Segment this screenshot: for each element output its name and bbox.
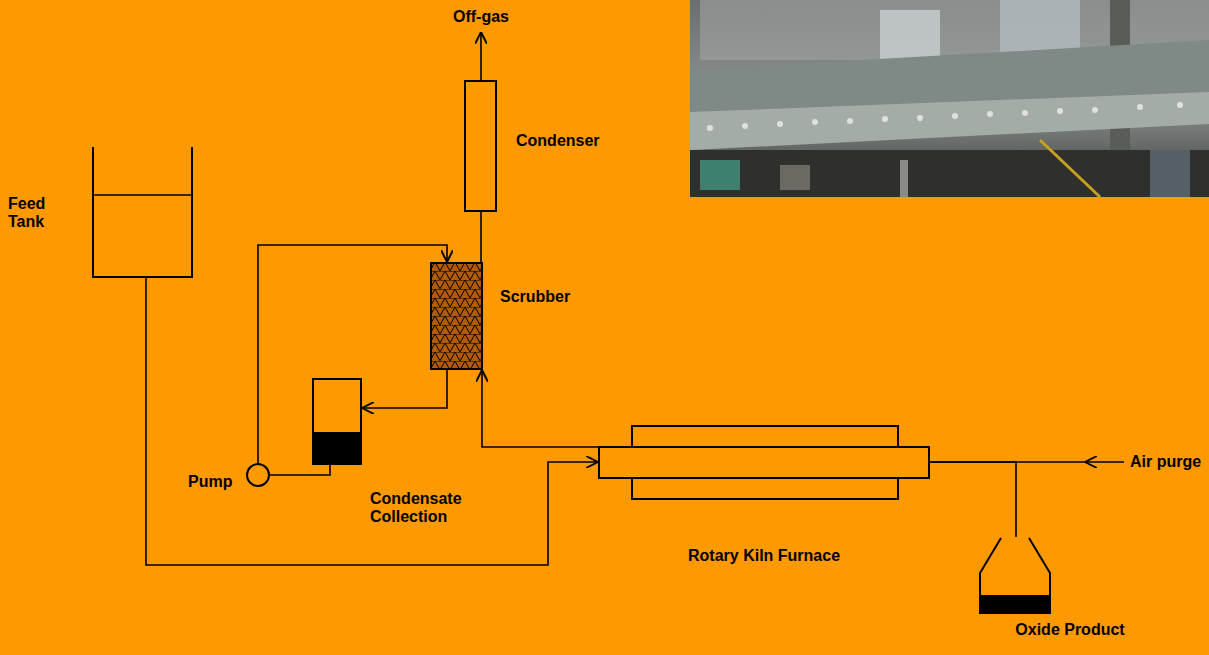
component-label: Oxide Product xyxy=(1010,621,1130,639)
component-label: Condensate Collection xyxy=(370,490,470,526)
rotary-kiln: Rotary Kiln Furnace xyxy=(598,425,930,500)
product-hopper: Oxide Product xyxy=(975,537,1055,614)
process-stream xyxy=(930,462,1016,537)
stream-label: Air purge xyxy=(1130,453,1201,471)
pump-symbol: Pump xyxy=(246,463,270,487)
feed-tank: Feed Tank xyxy=(92,147,193,278)
scrubber: Scrubber xyxy=(430,262,483,370)
off-gas-arrow xyxy=(480,32,482,80)
component-label: Feed Tank xyxy=(8,195,64,231)
condenser-outline xyxy=(464,80,497,212)
lab-photo xyxy=(690,0,1209,197)
component-label: Pump xyxy=(188,473,232,491)
process-stream xyxy=(270,465,330,475)
condensate-tank: Condensate Collection xyxy=(312,378,362,465)
stream-label: Off-gas xyxy=(453,8,509,26)
scrubber-outline xyxy=(430,262,483,370)
component-label: Scrubber xyxy=(500,288,570,306)
feed-tank-outline xyxy=(92,147,193,278)
process-stream xyxy=(480,212,482,262)
air-purge-arrow xyxy=(1085,461,1124,463)
condenser: Condenser xyxy=(464,80,497,212)
pump-symbol-outline xyxy=(246,463,270,487)
process-stream xyxy=(482,370,598,447)
condensate-tank-outline xyxy=(312,378,362,465)
component-label: Condenser xyxy=(516,132,600,150)
product-hopper-outline xyxy=(975,537,1055,614)
rotary-kiln-outline xyxy=(598,425,930,500)
process-stream xyxy=(258,245,447,463)
process-stream xyxy=(362,370,447,408)
process-stream xyxy=(146,278,598,565)
component-label: Rotary Kiln Furnace xyxy=(688,547,840,565)
